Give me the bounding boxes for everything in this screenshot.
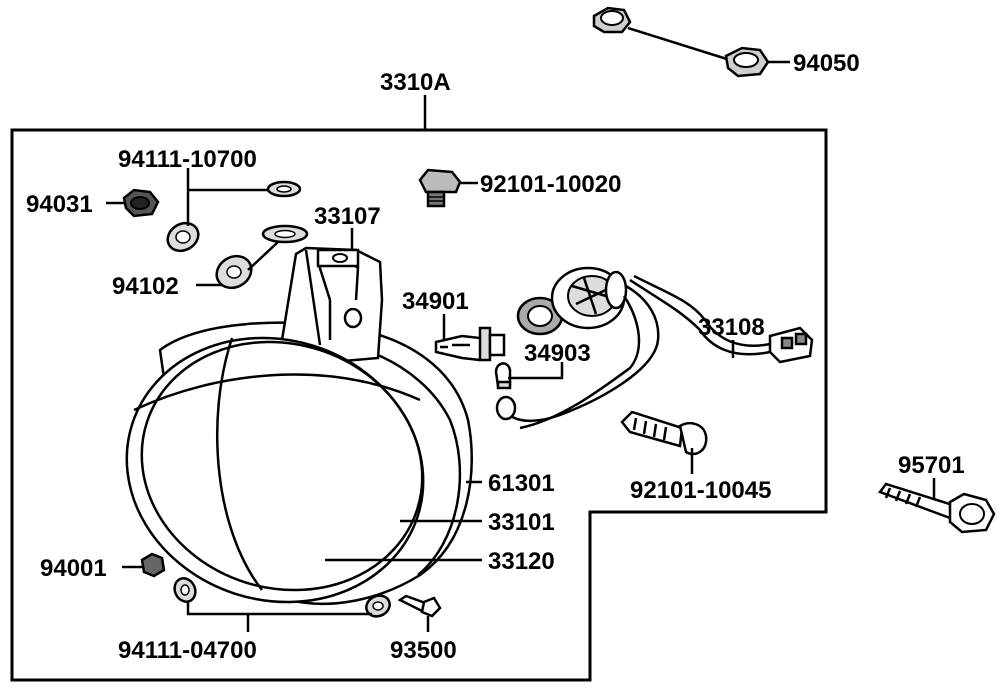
label-94111-04700: 94111-04700: [118, 637, 257, 664]
label-94102: 94102: [112, 273, 179, 300]
leader-34903: [508, 362, 564, 380]
label-34903: 34903: [524, 340, 591, 367]
washer-hole-f: [372, 601, 384, 611]
bolt-92101-10045: [620, 410, 708, 456]
label-94001: 94001: [40, 555, 107, 582]
bracket-hole-top: [332, 253, 348, 263]
bracket-edge-1: [304, 249, 322, 346]
harness-wire-to-socket: [519, 295, 641, 430]
headlight-rim: [140, 340, 424, 592]
label-95701: 95701: [898, 452, 965, 479]
bolt-95701-head-face: [959, 503, 985, 525]
nut-link-line: [627, 26, 731, 62]
label-34901: 34901: [402, 288, 469, 315]
connector-pin-b: [794, 332, 808, 346]
assembly-boundary: [10, 128, 828, 682]
nut-94050-upper: [592, 6, 632, 34]
headlight-assembly: [125, 246, 473, 606]
harness-wire-main: [507, 284, 660, 423]
bulb-34903: [494, 362, 512, 390]
bolt-92101-10020: [418, 168, 462, 208]
washer-hole-b: [175, 230, 191, 244]
label-92101-10020: 92101-10020: [480, 171, 621, 198]
harness-wire-branch: [629, 278, 771, 356]
label-33107: 33107: [314, 203, 381, 230]
label-94031: 94031: [26, 191, 93, 218]
leader-94102-b: [247, 241, 279, 271]
washer-hole-e: [180, 584, 190, 596]
headlight-lens: [125, 336, 425, 604]
bolt-thread-1: [632, 417, 668, 441]
bracket-hole-side: [343, 307, 363, 329]
label-33108: 33108: [698, 314, 765, 341]
nut-94050-lower: [724, 46, 770, 78]
connector-pin-a: [780, 336, 794, 350]
leader-94111-04700: [186, 602, 372, 616]
bolt-thread-2: [884, 487, 922, 508]
bracket-edge-2: [316, 261, 332, 340]
washer-hole-d: [226, 265, 242, 279]
lens-divider-vertical: [215, 337, 263, 591]
nut-94001: [140, 552, 166, 578]
washer-hole-a: [276, 185, 292, 193]
socket-mesh: [571, 277, 611, 315]
label-61301: 61301: [488, 470, 555, 497]
bulb-34901: [434, 326, 506, 362]
label-33101: 33101: [488, 509, 555, 536]
label-93500: 93500: [390, 637, 457, 664]
bolt-95701: [877, 482, 996, 534]
label-92101-10045: 92101-10045: [630, 477, 771, 504]
small-socket: [495, 395, 517, 421]
lens-divider-horizontal: [133, 373, 421, 412]
label-94111-10700: 94111-10700: [118, 146, 257, 173]
screw-93500: [397, 594, 442, 618]
bulb-filament: [440, 343, 470, 349]
harness-wire-branch-2: [633, 274, 771, 347]
wiring-harness-33108: [495, 266, 814, 430]
label-33120: 33120: [488, 548, 555, 575]
label-94050: 94050: [793, 50, 860, 77]
label-3310a: 3310A: [380, 69, 451, 96]
nut-94031: [122, 188, 160, 218]
washer-hole-c: [274, 229, 296, 239]
